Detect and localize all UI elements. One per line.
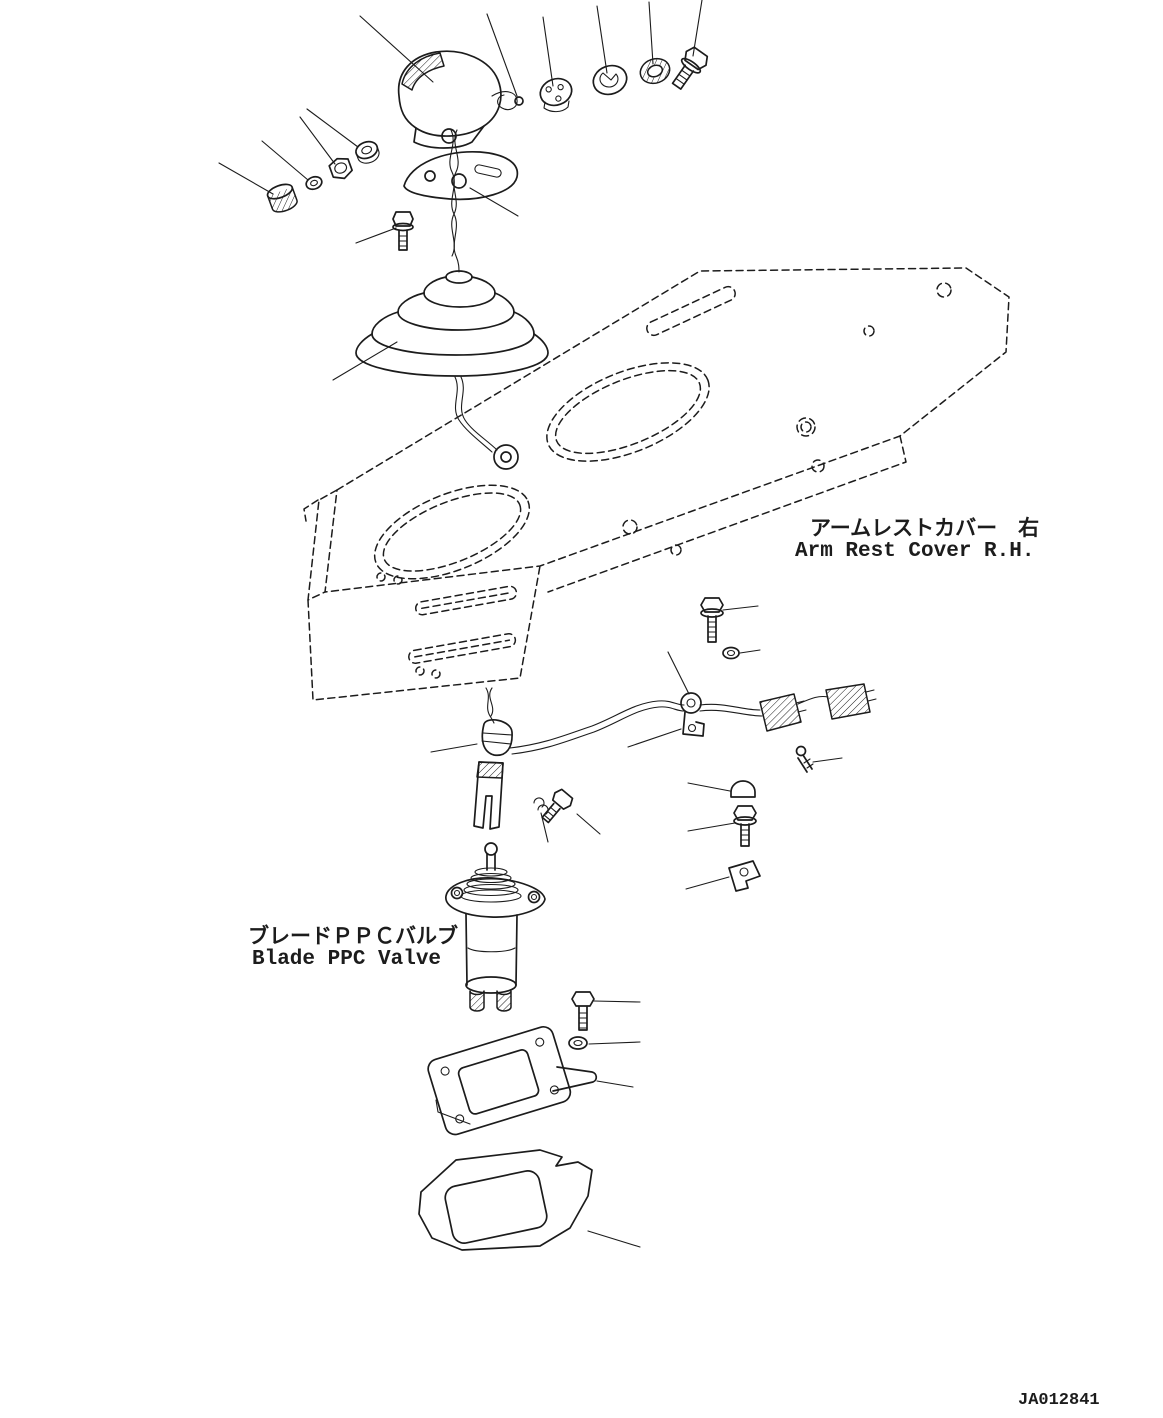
blade-ppc-valve-label-jp: ブレードＰＰＣバルブ <box>248 927 458 950</box>
keyed-disc <box>592 64 628 96</box>
switch-bracket <box>403 151 519 201</box>
joystick-grip <box>397 50 524 149</box>
connector-blocks <box>759 683 877 732</box>
switch-plate <box>539 77 573 113</box>
grip-bolt <box>671 46 709 90</box>
nut <box>328 157 353 180</box>
wiring-harness <box>509 695 829 755</box>
armrest-cover <box>303 267 1010 701</box>
drawing-number: JA012841 <box>1018 1391 1100 1410</box>
cover-washer <box>722 646 740 660</box>
cable-connector <box>473 719 513 830</box>
cable-grommet <box>493 444 519 470</box>
bracket-bolt <box>392 211 414 251</box>
washer <box>355 140 380 164</box>
blade-ppc-valve-label-en: Blade PPC Valve <box>252 948 442 971</box>
leader-lines <box>218 0 843 1248</box>
gasket <box>418 1149 593 1251</box>
clamp-plate <box>728 860 761 892</box>
blade-ppc-valve <box>445 842 546 1012</box>
connector-screw <box>795 745 814 773</box>
valve-mount-plate <box>427 1026 598 1136</box>
flange-bolt <box>733 805 757 847</box>
joystick-cable-upper <box>449 129 460 273</box>
valve-washer <box>568 1036 588 1050</box>
contact-washer <box>639 57 671 85</box>
harness-ring-clamp <box>680 692 705 737</box>
joystick-cable-lower <box>485 687 495 724</box>
armrest-cover-label-en: Arm Rest Cover R.H. <box>795 540 1035 563</box>
small-washer <box>305 175 323 191</box>
cap-nut <box>730 780 756 798</box>
joystick-cable-mid <box>454 376 498 453</box>
dust-boot <box>355 270 549 377</box>
cover-bolt <box>700 597 724 643</box>
fork-screw <box>533 788 574 824</box>
plug-cap <box>266 183 298 213</box>
armrest-cover-label-jp: アームレストカバー 右 <box>810 519 1040 542</box>
valve-bolt <box>571 991 595 1031</box>
